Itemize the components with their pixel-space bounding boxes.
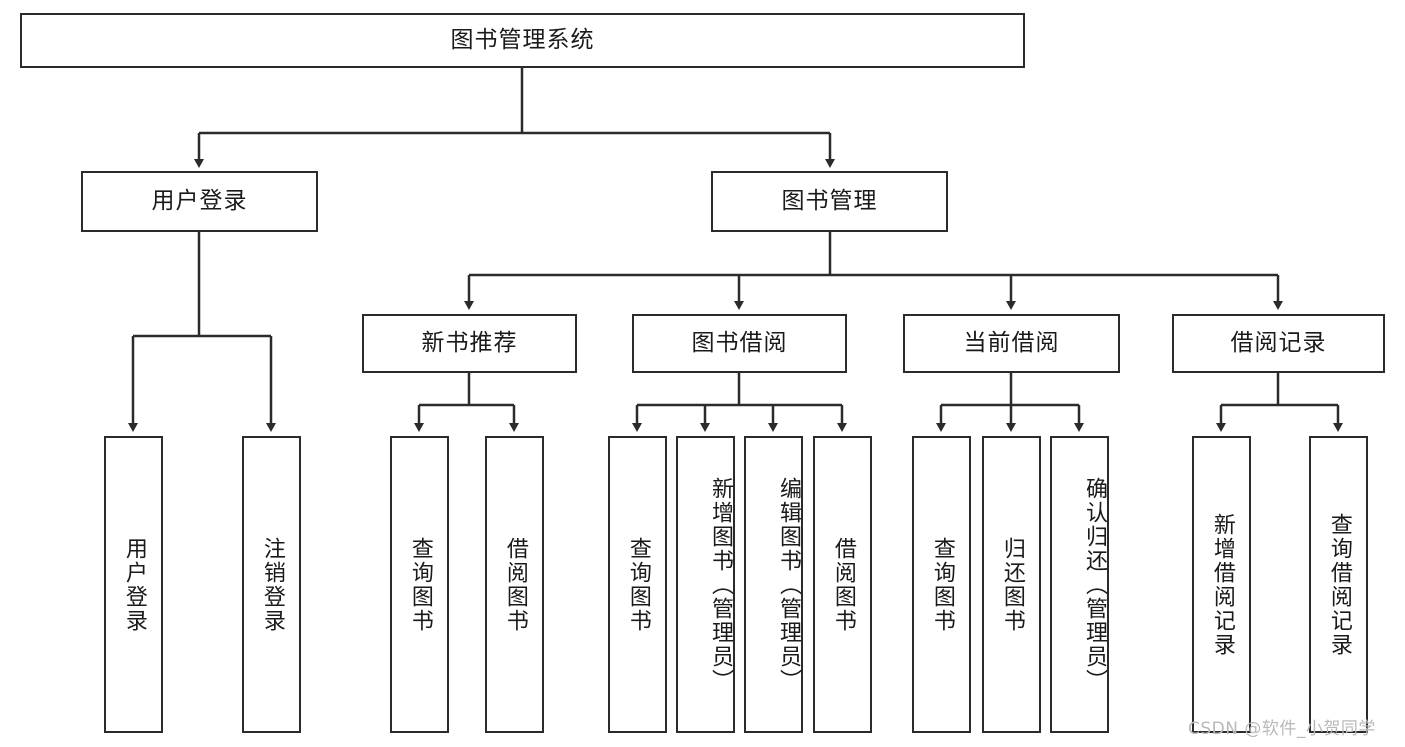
leaf-current-borrow-return-book[interactable]: 归还图书 <box>982 436 1041 733</box>
leaf-user-login-signin[interactable]: 用户登录 <box>104 436 163 733</box>
node-book-management[interactable]: 图书管理 <box>711 171 948 232</box>
node-new-book-recommend[interactable]: 新书推荐 <box>362 314 577 373</box>
node-user-login[interactable]: 用户登录 <box>81 171 318 232</box>
leaf-book-borrow-query-book[interactable]: 查询图书 <box>608 436 667 733</box>
leaf-borrow-record-add-record[interactable]: 新增借阅记录 <box>1192 436 1251 733</box>
node-borrow-record[interactable]: 借阅记录 <box>1172 314 1385 373</box>
csdn-watermark: CSDN @软件_小贺同学 <box>1188 719 1376 739</box>
leaf-book-borrow-add-book-admin[interactable]: 新增图书（管理员） <box>676 436 735 733</box>
node-current-borrow[interactable]: 当前借阅 <box>903 314 1120 373</box>
leaf-borrow-record-query-record[interactable]: 查询借阅记录 <box>1309 436 1368 733</box>
leaf-current-borrow-query-book[interactable]: 查询图书 <box>912 436 971 733</box>
leaf-user-login-signout[interactable]: 注销登录 <box>242 436 301 733</box>
node-root-book-management-system[interactable]: 图书管理系统 <box>20 13 1025 68</box>
leaf-new-book-query-book[interactable]: 查询图书 <box>390 436 449 733</box>
node-book-borrow[interactable]: 图书借阅 <box>632 314 847 373</box>
leaf-current-borrow-confirm-return-admin[interactable]: 确认归还（管理员） <box>1050 436 1109 733</box>
leaf-new-book-borrow-book[interactable]: 借阅图书 <box>485 436 544 733</box>
leaf-book-borrow-edit-book-admin[interactable]: 编辑图书（管理员） <box>744 436 803 733</box>
leaf-book-borrow-borrow-book[interactable]: 借阅图书 <box>813 436 872 733</box>
